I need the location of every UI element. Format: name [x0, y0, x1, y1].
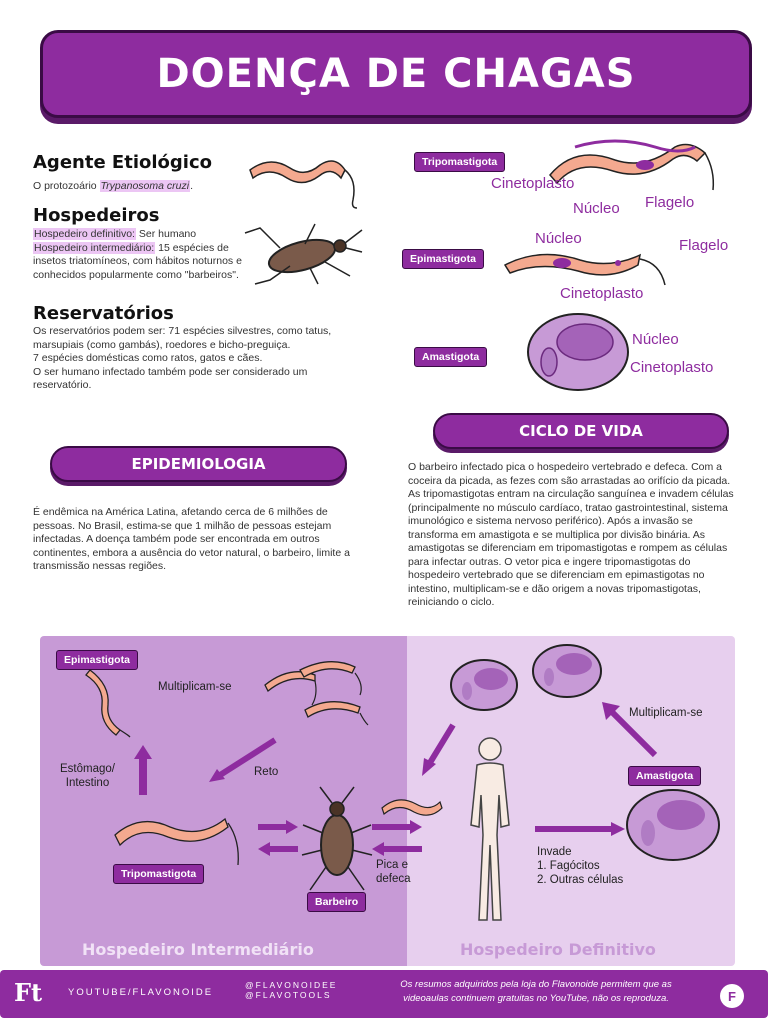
diagram-epimastigota-tag: Epimastigota [56, 650, 138, 670]
host-definitivo-label: Hospedeiro Definitivo [460, 940, 656, 959]
epimastigota-tag: Epimastigota [402, 249, 484, 269]
pica-line2: defeca [376, 873, 411, 885]
def-label: Hospedeiro definitivo: [33, 228, 136, 240]
diagram-tripomastigota [114, 817, 239, 866]
reservatorios-p2: 7 espécies domésticas como ratos, gatos … [33, 352, 263, 364]
tripo-nucleo-label: Núcleo [573, 200, 620, 217]
footer-badge: F [720, 984, 744, 1008]
page-title: DOENÇA DE CHAGAS [156, 51, 636, 97]
arrow-multiplicam-right [602, 702, 658, 758]
footer-youtube[interactable]: YOUTUBE/FLAVONOIDE [68, 987, 214, 998]
footer-insta[interactable]: @FLAVONOIDEE @FLAVOTOOLS [245, 980, 337, 1000]
agente-suffix: . [190, 180, 193, 192]
invade-line1: Invade [537, 846, 572, 858]
ama-nucleo-label: Núcleo [632, 331, 679, 348]
footer-note-line2: videoaulas continuem gratuitas no YouTub… [403, 993, 669, 1004]
hospedeiros-text: Hospedeiro definitivo: Ser humano Hosped… [33, 228, 258, 282]
ciclo-heading: CICLO DE VIDA [433, 413, 729, 449]
estomago-label: Estômago/ Intestino [60, 762, 115, 790]
agente-heading: Agente Etiológico [33, 152, 212, 173]
amastigota-illustration [527, 313, 629, 391]
epimastigota-illustration [503, 253, 666, 286]
estomago-line1: Estômago/ [60, 763, 115, 775]
footer-note-line1: Os resumos adquiridos pela loja do Flavo… [400, 979, 672, 990]
arrow-to-barbeiro [258, 820, 298, 834]
arrow-reto [209, 737, 277, 782]
invade-line3: 2. Outras células [537, 874, 624, 886]
agente-text: O protozoário Trypanosoma cruzi. [33, 180, 193, 194]
amastigota-cell-2 [532, 644, 602, 698]
multiplicam-left-label: Multiplicam-se [158, 681, 232, 693]
pica-label: Pica e defeca [376, 858, 411, 886]
reservatorios-text: Os reservatórios podem ser: 71 espécies … [33, 325, 368, 393]
reservatorios-heading: Reservatórios [33, 303, 174, 324]
epi-flagelo-label: Flagelo [679, 237, 729, 254]
epi-cinetoplasto-label: Cinetoplasto [560, 285, 644, 302]
diagram-epimastigota-1 [85, 669, 131, 738]
barbeiro-insect-illustration [244, 223, 363, 285]
hospedeiros-heading: Hospedeiros [33, 205, 160, 226]
species-name: Trypanosoma cruzi [99, 180, 191, 192]
epidemiologia-heading: EPIDEMIOLOGIA [50, 446, 347, 482]
arrow-invade [535, 822, 625, 836]
agente-prefix: O protozoário [33, 180, 97, 192]
footer-logo: Ft [14, 978, 43, 1007]
tripomastigota-illustration [549, 139, 715, 191]
footer [0, 970, 768, 1018]
diagram-amastigota-tag: Amastigota [628, 766, 702, 786]
reto-label: Reto [254, 766, 279, 778]
footer-note: Os resumos adquiridos pela loja do Flavo… [362, 978, 710, 1006]
amastigota-cell-large [626, 789, 720, 861]
epidemiologia-text: É endêmica na América Latina, afetando c… [33, 506, 350, 572]
footer-insta2[interactable]: @FLAVOTOOLS [245, 990, 332, 1000]
reservatorios-p3: O ser humano infectado também pode ser c… [33, 365, 308, 392]
def-value: Ser humano [138, 228, 197, 240]
epi-nucleo-label: Núcleo [535, 230, 582, 247]
arrow-to-amastigota [422, 723, 456, 776]
tripomastigota-tag: Tripomastigota [414, 152, 506, 172]
reservatorios-p1: Os reservatórios podem ser: 71 espécies … [33, 325, 332, 351]
diagram-barbeiro-insect [301, 786, 373, 891]
arrow-estomago [134, 745, 152, 795]
footer-insta1[interactable]: @FLAVONOIDEE [245, 980, 338, 990]
multiplicam-right-label: Multiplicam-se [629, 707, 703, 719]
int-value: 15 espécies de insetos triatomíneos, com… [33, 241, 242, 281]
invade-line2: 1. Fagócitos [537, 860, 600, 872]
host-intermediario-label: Hospedeiro Intermediário [82, 940, 314, 959]
tripo-cinetoplasto-label: Cinetoplasto [491, 175, 575, 192]
tripo-flagelo-label: Flagelo [645, 194, 695, 211]
title-banner: DOENÇA DE CHAGAS [40, 30, 752, 118]
arrow-from-human [372, 842, 422, 856]
arrow-from-barbeiro [258, 842, 298, 856]
amastigota-cell-1 [450, 659, 518, 711]
estomago-line2: Intestino [65, 777, 110, 789]
arrow-to-human [372, 820, 422, 834]
invade-label: Invade 1. Fagócitos 2. Outras células [537, 845, 623, 887]
ciclo-text: O barbeiro infectado pica o hospedeiro v… [408, 461, 734, 608]
diagram-tripomastigota-human [381, 799, 443, 816]
diagram-tripomastigota-tag: Tripomastigota [113, 864, 205, 884]
trypanosoma-illustration [249, 160, 358, 209]
ama-cinetoplasto-label: Cinetoplasto [630, 359, 714, 376]
diagram-epimastigota-cluster [264, 661, 369, 726]
int-label: Hospedeiro intermediário: [33, 241, 156, 254]
human-figure [470, 737, 510, 921]
pica-line1: Pica e [376, 859, 408, 871]
amastigota-tag: Amastigota [414, 347, 488, 367]
diagram-barbeiro-tag: Barbeiro [307, 892, 367, 912]
